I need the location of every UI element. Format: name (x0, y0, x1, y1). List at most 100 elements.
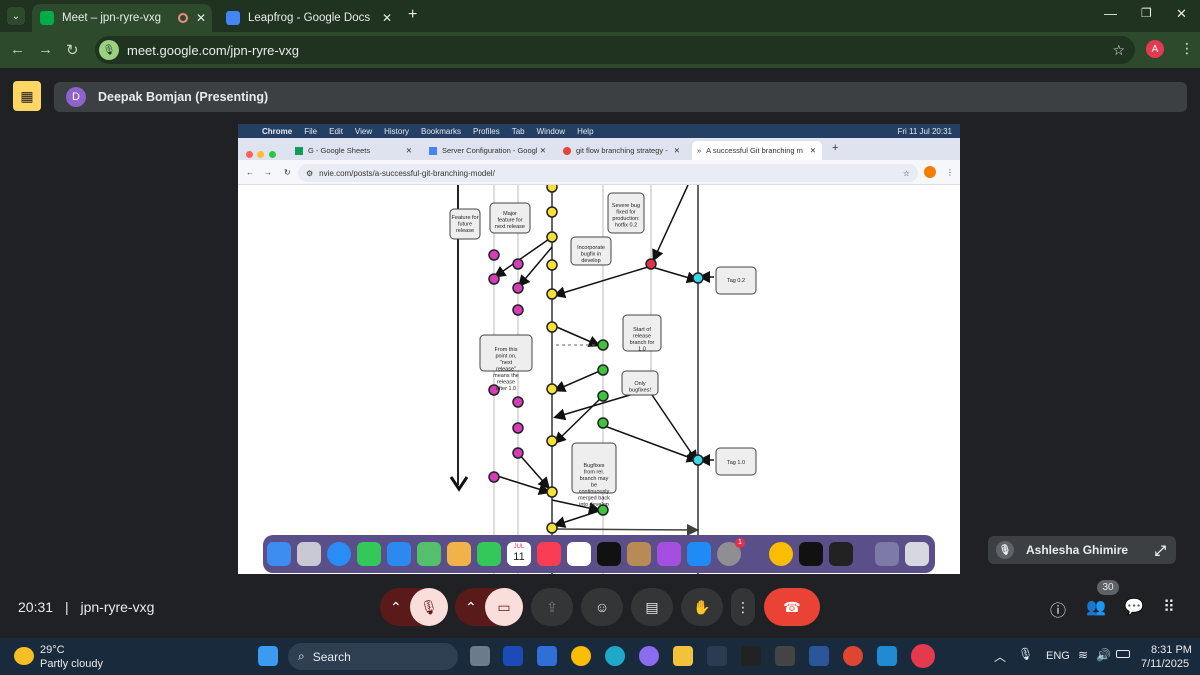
inner-tab-sheets[interactable]: G - Google Sheets ✕ (290, 141, 418, 160)
mic-button[interactable]: 🎙 (410, 588, 448, 626)
inner-tab-nvie[interactable]: » A successful Git branching m ✕ (692, 141, 822, 160)
leave-call-button[interactable]: ☎ (764, 588, 820, 626)
audio-options-icon[interactable]: ⌃ (390, 598, 402, 615)
stop-presenting-icon[interactable]: ▦ (13, 81, 41, 111)
menu-history: History (384, 126, 410, 136)
menu-file: File (304, 126, 318, 136)
tab-meet[interactable]: Meet – jpn-ryre-vxg ✕ (32, 4, 212, 32)
calendar-month: JUL (513, 544, 525, 550)
reminders-icon[interactable] (567, 542, 591, 566)
dev-icon[interactable] (707, 646, 727, 666)
people-button[interactable]: 👥 (1086, 599, 1106, 616)
task-view-icon[interactable] (470, 646, 490, 666)
reload-icon[interactable]: ↻ (66, 42, 79, 59)
emoji-button[interactable]: ☺ (581, 588, 623, 626)
reload-icon[interactable]: ↻ (284, 167, 291, 177)
video-options-icon[interactable]: ⌃ (465, 598, 477, 615)
mic-icon[interactable]: 🎙 (1018, 647, 1034, 661)
close-icon[interactable]: ✕ (809, 146, 816, 155)
close-icon[interactable]: ✕ (539, 146, 546, 155)
word-icon[interactable] (809, 646, 829, 666)
menu-icon[interactable]: ⋮ (1180, 40, 1194, 56)
facetime-icon[interactable] (477, 542, 501, 566)
back-icon[interactable]: ← (10, 41, 25, 58)
forward-icon[interactable]: → (264, 167, 272, 177)
chevron-up-icon[interactable]: ︿ (994, 650, 1007, 664)
profile-avatar[interactable]: A (1146, 40, 1164, 58)
inner-tab-server[interactable]: Server Configuration - Googl ✕ (424, 141, 552, 160)
note-tag10: Tag 1.0 (727, 460, 745, 466)
inner-url-bar[interactable]: ⚙ nvie.com/posts/a-successful-git-branch… (298, 164, 918, 182)
contacts-icon[interactable] (627, 542, 651, 566)
photos-icon[interactable] (447, 542, 471, 566)
terminal-icon[interactable] (799, 542, 823, 566)
participant-tile[interactable]: 🎙 Ashlesha Ghimire ⤢ (988, 536, 1176, 564)
edge-icon[interactable] (605, 646, 625, 666)
restore-button[interactable]: ❐ (1141, 6, 1152, 20)
expand-icon[interactable]: ⤢ (1154, 541, 1166, 558)
taskbar-search[interactable]: ⌕ Search (288, 643, 458, 670)
calendar-icon[interactable]: JUL 11 (507, 542, 531, 566)
chrome-icon[interactable] (571, 646, 591, 666)
app-icon[interactable] (775, 646, 795, 666)
new-tab-button[interactable]: + (408, 6, 418, 23)
present-button[interactable]: ⇪ (531, 588, 573, 626)
close-icon[interactable]: ✕ (673, 146, 680, 155)
launchpad-icon[interactable] (297, 542, 321, 566)
file-explorer-icon[interactable] (673, 646, 693, 666)
site-info-icon[interactable]: ⚙ (306, 168, 314, 178)
chrome-icon[interactable] (769, 542, 793, 566)
raise-hand-button[interactable]: ✋ (681, 588, 723, 626)
bookmark-star-icon[interactable]: ☆ (1112, 41, 1125, 58)
music-icon[interactable] (537, 542, 561, 566)
captions-button[interactable]: ▤ (631, 588, 673, 626)
messages-icon[interactable] (357, 542, 381, 566)
mail-icon[interactable] (387, 542, 411, 566)
tab-list-button[interactable]: ⌄ (7, 7, 25, 25)
downloads-icon[interactable] (875, 542, 899, 566)
language-indicator[interactable]: ENG (1046, 650, 1070, 662)
trash-icon[interactable] (905, 542, 929, 566)
inner-tab-gitflow[interactable]: git flow branching strategy - ✕ (558, 141, 686, 160)
battery-icon[interactable] (1116, 650, 1130, 658)
clock-date[interactable]: 7/11/2025 (1141, 658, 1190, 670)
app-icon[interactable] (829, 542, 853, 566)
settings-icon[interactable]: 1 (717, 538, 745, 566)
podcasts-icon[interactable] (657, 542, 681, 566)
extension-icon[interactable] (924, 166, 936, 178)
volume-icon[interactable]: 🔊 (1096, 648, 1111, 662)
info-icon[interactable]: ⓘ (1050, 603, 1067, 620)
app-l-icon[interactable] (503, 646, 523, 666)
forward-icon[interactable]: → (38, 41, 53, 58)
close-icon[interactable]: ✕ (196, 11, 207, 25)
copilot-icon[interactable] (639, 646, 659, 666)
chrome-profile-icon[interactable] (911, 644, 935, 668)
mic-permission-icon[interactable]: 🎙 (99, 40, 119, 60)
back-icon[interactable]: ← (246, 167, 254, 177)
maps-icon[interactable] (417, 542, 441, 566)
more-options-button[interactable]: ⋮ (731, 588, 755, 626)
url-bar[interactable]: 🎙 meet.google.com/jpn-ryre-vxg ☆ (95, 36, 1135, 64)
tab-docs[interactable]: Leapfrog - Google Docs ✕ (218, 4, 398, 32)
new-tab-button[interactable]: + (832, 142, 839, 154)
menu-icon[interactable]: ⋮ (946, 167, 954, 177)
chat-icon[interactable]: 💬 (1124, 599, 1144, 616)
vscode-icon[interactable] (877, 646, 897, 666)
close-icon[interactable]: ✕ (405, 146, 412, 155)
windows-start-icon[interactable] (258, 646, 278, 666)
camera-button[interactable]: ▭ (485, 588, 523, 626)
activities-icon[interactable]: ⠿ (1163, 599, 1175, 616)
figma-icon[interactable] (843, 646, 863, 666)
wifi-icon[interactable]: ≋ (1078, 648, 1089, 662)
app-store-icon[interactable] (687, 542, 711, 566)
pycharm-icon[interactable] (741, 646, 761, 666)
close-window-button[interactable]: ✕ (1176, 6, 1187, 21)
close-icon[interactable]: ✕ (382, 11, 393, 25)
finder-icon[interactable] (267, 542, 291, 566)
tv-icon[interactable] (597, 542, 621, 566)
safari-icon[interactable] (327, 542, 351, 566)
minimize-button[interactable]: — (1104, 6, 1117, 21)
store-icon[interactable] (537, 646, 557, 666)
bookmark-star-icon[interactable]: ☆ (902, 168, 910, 178)
clock-time[interactable]: 8:31 PM (1151, 644, 1192, 656)
